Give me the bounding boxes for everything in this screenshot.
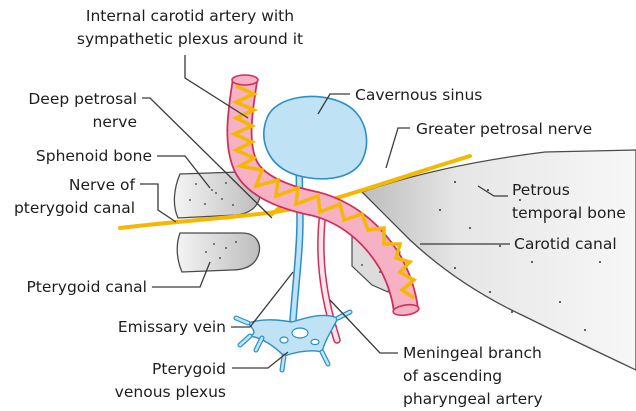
label-pterygoid-plexus-line2: venous plexus [115, 383, 226, 401]
label-nerve-pterygoid-line1: Nerve of [69, 176, 136, 194]
label-meningeal-line2: of ascending [403, 367, 502, 385]
label-meningeal-line3: pharyngeal artery [403, 390, 543, 408]
label-sphenoid-bone: Sphenoid bone [36, 147, 152, 165]
label-petrous-line2: temporal bone [512, 204, 626, 222]
label-pterygoid-plexus-line1: Pterygoid [152, 360, 226, 378]
sphenoid-bone-lower [177, 233, 259, 272]
label-deep-petrosal-line2: nerve [93, 113, 137, 131]
label-emissary-vein: Emissary vein [118, 318, 226, 336]
label-ica-line2: sympathetic plexus around it [77, 30, 303, 48]
label-deep-petrosal-line1: Deep petrosal [28, 90, 137, 108]
cavernous-sinus [264, 96, 367, 178]
label-petrous-line1: Petrous [512, 181, 570, 199]
label-meningeal-line1: Meningeal branch [403, 344, 542, 362]
label-nerve-pterygoid-line2: pterygoid canal [14, 199, 135, 217]
label-pterygoid-canal: Pterygoid canal [26, 278, 147, 296]
label-carotid-canal: Carotid canal [514, 235, 617, 253]
label-cavernous-sinus: Cavernous sinus [355, 86, 482, 104]
label-greater-petrosal: Greater petrosal nerve [416, 120, 592, 138]
label-ica-line1: Internal carotid artery with [86, 7, 294, 25]
